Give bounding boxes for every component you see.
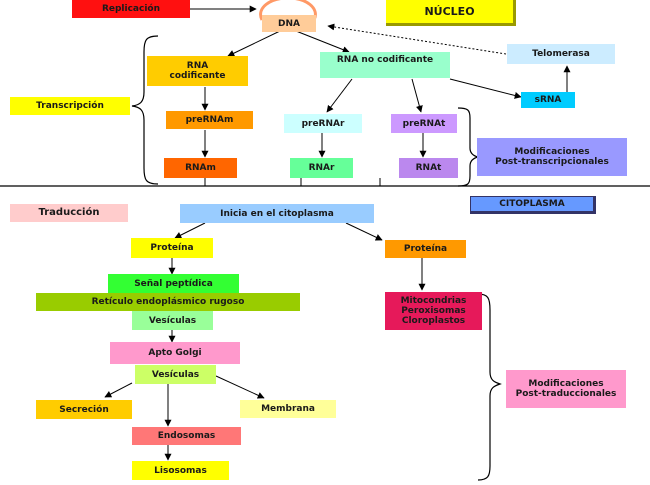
vesicles-box-2: Vesículas: [135, 365, 216, 384]
transcription-brace: [131, 35, 159, 185]
cytoplasm-title: CITOPLASMA: [470, 196, 596, 214]
pre-rnar-box: preRNAr: [284, 114, 362, 133]
post-translation-brace: [477, 293, 502, 481]
replication-box: Replicación: [72, 0, 190, 18]
srna-box: sRNA: [521, 92, 575, 108]
protein-right-box: Proteína: [385, 240, 466, 258]
vesicles-box-1: Vesículas: [132, 311, 213, 330]
dna-loop: [259, 0, 317, 21]
post-transcription-brace: [457, 107, 479, 187]
signal-peptide-box: Señal peptídica: [108, 274, 239, 294]
telomerase-box: Telomerasa: [507, 44, 615, 64]
lysosomes-box: Lisosomas: [132, 461, 229, 480]
rna-noncoding-box: RNA no codificante: [320, 52, 450, 78]
secretion-box: Secreción: [36, 400, 132, 419]
membrane-box: Membrana: [240, 400, 336, 418]
rnam-box: RNAm: [164, 158, 237, 178]
start-cytoplasm-box: Inicia en el citoplasma: [180, 204, 374, 223]
rnat-box: RNAt: [399, 158, 458, 178]
rnar-box: RNAr: [290, 158, 353, 178]
endosomes-box: Endosomas: [132, 427, 241, 445]
nucleus-title: NÚCLEO: [386, 0, 516, 26]
transcription-label: Transcripción: [10, 97, 130, 115]
pre-rnat-box: preRNAt: [391, 114, 457, 133]
telomerase-link: [327, 23, 507, 55]
translation-label: Traducción: [10, 204, 128, 222]
rough-er-box: Retículo endoplásmico rugoso: [36, 293, 300, 311]
protein-left-box: Proteína: [131, 238, 213, 258]
pre-rnam-box: preRNAm: [166, 111, 253, 129]
dna-box: DNA: [262, 15, 316, 32]
golgi-box: Apto Golgi: [110, 342, 240, 364]
